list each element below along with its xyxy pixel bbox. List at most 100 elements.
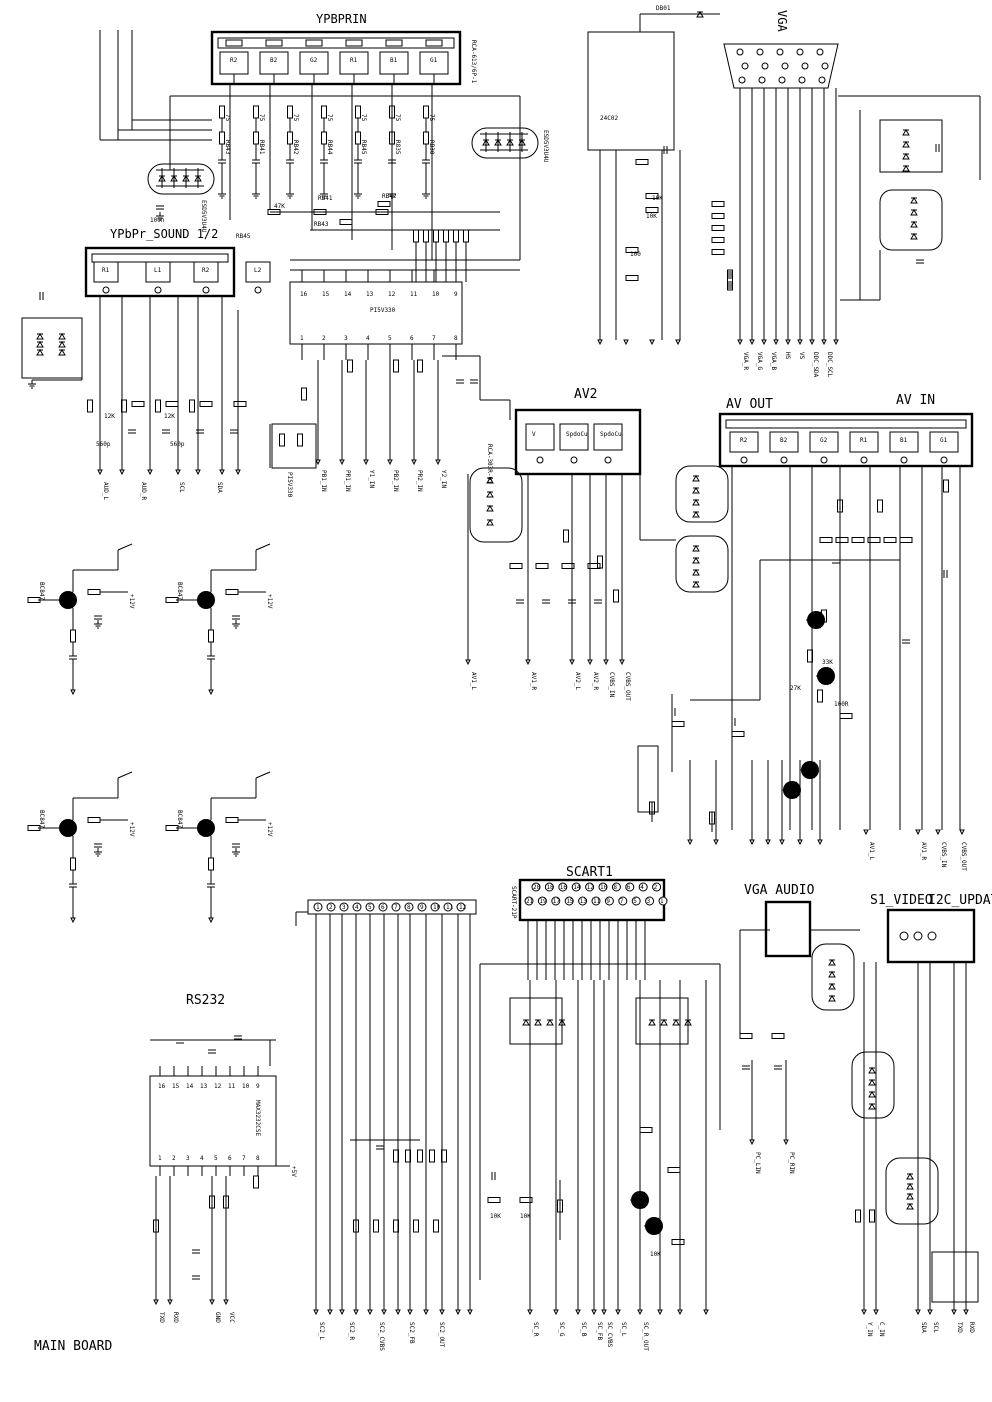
svg-text:BC847: BC847 (38, 582, 45, 600)
ypbprin-pin-label: G1 (430, 57, 438, 64)
sound-pin-label: L1 (154, 267, 162, 274)
svg-text:75: 75 (394, 114, 401, 122)
scart-net-label: SC_CVBS (606, 1322, 613, 1348)
svg-text:10K: 10K (490, 1213, 501, 1220)
scart2-net-label: SC2_FB (408, 1322, 415, 1344)
svg-text:15: 15 (172, 1083, 180, 1090)
scart-pin-label: 19 (539, 898, 547, 905)
svg-text:13: 13 (200, 1083, 208, 1090)
svg-text:ESD5V3U4U: ESD5V3U4U (542, 130, 549, 163)
scart-pin-label: 7 (620, 898, 624, 905)
svg-text:47K: 47K (274, 203, 285, 210)
sound-connector (84, 246, 236, 298)
vga-title: VGA (775, 10, 789, 32)
scart-pin-label: 8 (613, 884, 617, 891)
svg-text:1: 1 (300, 335, 304, 342)
rs232-ic-label: MAX3232CSE (254, 1100, 261, 1137)
scart-pin-label: 10 (600, 884, 608, 891)
svg-text:9: 9 (256, 1083, 260, 1090)
svg-text:RCA-303R-01: RCA-303R-01 (486, 444, 493, 484)
scart-pin-label: 16 (560, 884, 568, 891)
scart2-net-label: SC2_OUT (438, 1322, 445, 1348)
svg-text:10: 10 (432, 291, 440, 298)
vga-audio-net-label: PC_LIN (754, 1152, 761, 1174)
scart2-net-label: SC2_R (348, 1322, 355, 1340)
sound-net-label: SDA (216, 482, 223, 493)
vga-audio-jack (764, 900, 812, 958)
svg-text:33K: 33K (822, 659, 833, 666)
av-net-label: AV1_R (920, 842, 927, 860)
svg-text:RB41: RB41 (258, 140, 265, 155)
av2-net-label: AV2_L (574, 672, 581, 690)
rs232-net-label: TXD (158, 1312, 165, 1323)
scart2-pin-label: 11 (446, 904, 454, 911)
scart-pin-label: 15 (566, 898, 574, 905)
av2-title: AV2 (574, 387, 597, 402)
av-net-label: CVBS_OUT (960, 842, 967, 871)
scart-pin-label: 13 (580, 898, 588, 905)
svg-text:11: 11 (410, 291, 418, 298)
s1-net-label: SCL (932, 1322, 939, 1333)
scart-pin-label: 1 (660, 898, 664, 905)
svg-text:12K: 12K (164, 413, 175, 420)
scart-net-label: SC_R (532, 1322, 539, 1337)
svg-text:100: 100 (630, 251, 641, 258)
av-pin-label: G1 (940, 437, 948, 444)
scart2-net-label: SC2_CVBS (378, 1322, 385, 1351)
svg-text:12: 12 (214, 1083, 222, 1090)
svg-text:27K: 27K (790, 685, 801, 692)
svg-text:7: 7 (432, 335, 436, 342)
svg-text:BC847: BC847 (38, 810, 45, 828)
svg-text:16: 16 (300, 291, 308, 298)
scart-pin-label: 12 (587, 884, 595, 891)
sound-net-label: SCL (178, 482, 185, 493)
ic-ypbpr-label: PI5V330 (370, 307, 396, 314)
rs232-net-label: RXD (172, 1312, 179, 1323)
s1-net-label: Y_IN (866, 1322, 873, 1337)
svg-text:10K: 10K (652, 195, 663, 202)
vga-net-label: VGA_B (770, 352, 777, 370)
svg-text:4: 4 (200, 1155, 204, 1162)
svg-text:R835: R835 (394, 140, 401, 155)
scart-pin-label: 2 (654, 884, 658, 891)
svg-text:2: 2 (322, 335, 326, 342)
sound-pin-label: L2 (254, 267, 262, 274)
av2-connector (514, 408, 642, 476)
ypbprin-pin-label: R1 (350, 57, 358, 64)
svg-text:RB43: RB43 (314, 221, 329, 228)
svg-text:+5V: +5V (290, 1166, 297, 1177)
scart-pin-label: 11 (593, 898, 601, 905)
svg-text:RCA-613/6P-1: RCA-613/6P-1 (470, 40, 477, 84)
svg-text:RB44: RB44 (326, 140, 333, 155)
av-pin-label: R1 (860, 437, 868, 444)
av-net-label: CVBS_IN (940, 842, 947, 868)
scart-net-label: SC_G (558, 1322, 565, 1337)
scart2-pin-label: 7 (394, 904, 398, 911)
svg-text:1: 1 (158, 1155, 162, 1162)
svg-text:75: 75 (224, 114, 231, 122)
net-label: PR2_IN (416, 470, 423, 492)
net-label: PR1_IN (344, 470, 351, 492)
ypbprin-title: YPBPRIN (316, 12, 367, 26)
vga-net-label: VGA_R (742, 352, 749, 370)
scart2-net-label: SC2_L (318, 1322, 325, 1340)
ypbprin-pin-label: R2 (230, 57, 238, 64)
sound-net-label: AUD_R (140, 482, 147, 500)
scart-pin-label: 18 (546, 884, 554, 891)
svg-text:10: 10 (242, 1083, 250, 1090)
sound-title: YPbPr_SOUND 1/2 (110, 227, 218, 241)
svg-text:RB30: RB30 (428, 140, 435, 155)
svg-text:14: 14 (186, 1083, 194, 1090)
svg-text:8: 8 (256, 1155, 260, 1162)
svg-text:75: 75 (360, 114, 367, 122)
scart2-pin-label: 10 (433, 904, 441, 911)
scart2-pin-label: 6 (381, 904, 385, 911)
svg-text:RB45: RB45 (236, 233, 251, 240)
